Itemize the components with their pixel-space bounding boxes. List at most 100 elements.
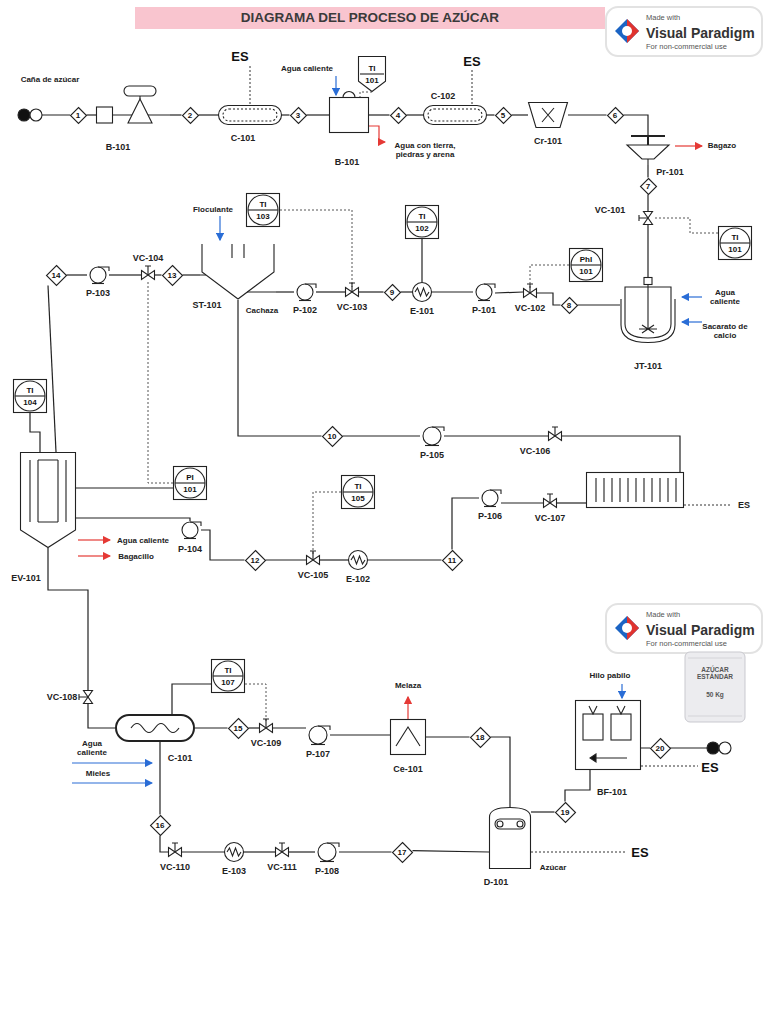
node-text: TI xyxy=(259,200,266,209)
stream-number: 16 xyxy=(150,815,171,836)
node-text: TI xyxy=(354,482,361,491)
label: Agua caliente xyxy=(704,288,746,306)
equipment-tag: BF-101 xyxy=(597,787,627,798)
equipment-dryer: D-101 xyxy=(489,807,531,869)
pipe-line xyxy=(557,502,586,503)
pipe-line xyxy=(160,836,168,853)
node-text: 13 xyxy=(168,271,177,280)
signal-line xyxy=(530,265,569,288)
equipment-tag: E-102 xyxy=(346,574,370,585)
valvev-symbol xyxy=(83,690,93,704)
stream-number: 6 xyxy=(607,107,624,124)
node-text: 8 xyxy=(567,301,571,310)
pipe-line xyxy=(67,274,88,275)
equipment-valve: VC-109 xyxy=(259,723,273,733)
equipment-valvev: VC-108 xyxy=(83,690,93,704)
instrument-bubble: TI101 xyxy=(358,56,386,92)
equipment-jt: JT-101 xyxy=(620,277,676,343)
feed-arrows xyxy=(72,76,702,783)
node-text: 12 xyxy=(251,556,260,565)
stream-number: 9 xyxy=(384,284,401,301)
valve-symbol xyxy=(523,288,537,298)
pipe-line xyxy=(195,727,228,728)
node-text: 4 xyxy=(396,111,400,120)
label: ES xyxy=(631,846,648,861)
node-text: TI xyxy=(224,666,231,675)
instrument-bubble: TI102 xyxy=(405,205,439,239)
pipe-line xyxy=(368,559,442,560)
valve-symbol xyxy=(168,847,182,857)
pipe-line xyxy=(444,435,548,436)
pipe-line xyxy=(87,114,97,115)
equipment-cryst: C-101 xyxy=(115,714,195,742)
equipment-tag: B-101 xyxy=(335,157,360,168)
stream-number: 8 xyxy=(561,297,578,314)
label: Melaza xyxy=(395,681,421,690)
pipe-line xyxy=(413,851,490,852)
label: Floculante xyxy=(193,205,233,214)
pipe-line xyxy=(76,487,173,488)
valve-symbol xyxy=(306,555,320,565)
inst-symbol xyxy=(173,466,207,500)
label: Azúcar xyxy=(540,863,567,872)
equipment-pump: P-108 xyxy=(315,842,339,862)
pipe-line xyxy=(276,291,294,292)
pipe-line xyxy=(320,559,348,560)
press-symbol xyxy=(621,135,675,165)
node-text: 9 xyxy=(390,288,394,297)
equipment-pump: P-106 xyxy=(479,489,501,507)
node-text: 15 xyxy=(234,724,243,733)
label: Made with xyxy=(646,611,680,620)
hx-symbol xyxy=(224,842,244,862)
stream-number: 15 xyxy=(228,718,249,739)
instrument-bubble: PI101 xyxy=(173,466,207,500)
label: Hilo pabilo xyxy=(590,671,631,680)
signal-line xyxy=(280,210,352,287)
pump-symbol xyxy=(473,283,495,301)
stream-number: 19 xyxy=(555,802,576,823)
stream-number: 5 xyxy=(495,107,512,124)
pipe-line xyxy=(30,413,40,452)
node-text: TI xyxy=(418,212,425,221)
sugar-sack xyxy=(685,652,745,722)
stream-number: 7 xyxy=(640,178,657,195)
node-text: TI xyxy=(368,64,375,73)
equipment-belt: B-101 xyxy=(96,85,170,125)
pump-symbol xyxy=(306,725,330,745)
equipment-tag: P-102 xyxy=(293,305,317,316)
equipment-tag: B-101 xyxy=(106,142,131,153)
pipe-line xyxy=(578,304,621,305)
equipment-tag: P-107 xyxy=(306,749,330,760)
pipe-line xyxy=(88,704,115,728)
label: Sacarato de calcio xyxy=(702,322,748,340)
equipment-evap: EV-101 xyxy=(20,452,76,548)
label: Agua caliente xyxy=(281,64,333,73)
equipment-tag: C-101 xyxy=(168,753,193,764)
valve-symbol xyxy=(275,847,289,857)
equipment-tag: VC-102 xyxy=(515,303,546,314)
equipment-pump: P-105 xyxy=(420,426,444,446)
node-text: TI xyxy=(26,386,33,395)
equipment-tag: Pr-101 xyxy=(656,167,684,178)
equipment-crush: Cr-101 xyxy=(528,102,568,128)
pipe-line xyxy=(359,291,384,292)
stream-number: 12 xyxy=(245,550,266,571)
equipment-tag: ST-101 xyxy=(192,300,221,311)
pipe-line xyxy=(565,770,590,802)
pipe-line xyxy=(48,548,88,690)
conv-symbol xyxy=(218,105,282,125)
equipment-tag: E-103 xyxy=(222,866,246,877)
equipment-settler: ST-101 xyxy=(200,236,276,300)
signal-line xyxy=(245,684,266,723)
inst-symbol xyxy=(569,248,603,282)
node-text: 105 xyxy=(351,494,364,503)
inst-symbol xyxy=(246,193,280,227)
pipe-line xyxy=(182,851,224,852)
stream-number: 13 xyxy=(162,265,183,286)
instrument-bubble: TI 105 xyxy=(341,475,375,509)
pipe-line xyxy=(330,734,390,735)
pipe-line xyxy=(339,851,392,852)
signal-line xyxy=(360,92,372,97)
equipment-tag: P-103 xyxy=(86,288,110,299)
equipment-valve: VC-110 xyxy=(168,847,182,857)
